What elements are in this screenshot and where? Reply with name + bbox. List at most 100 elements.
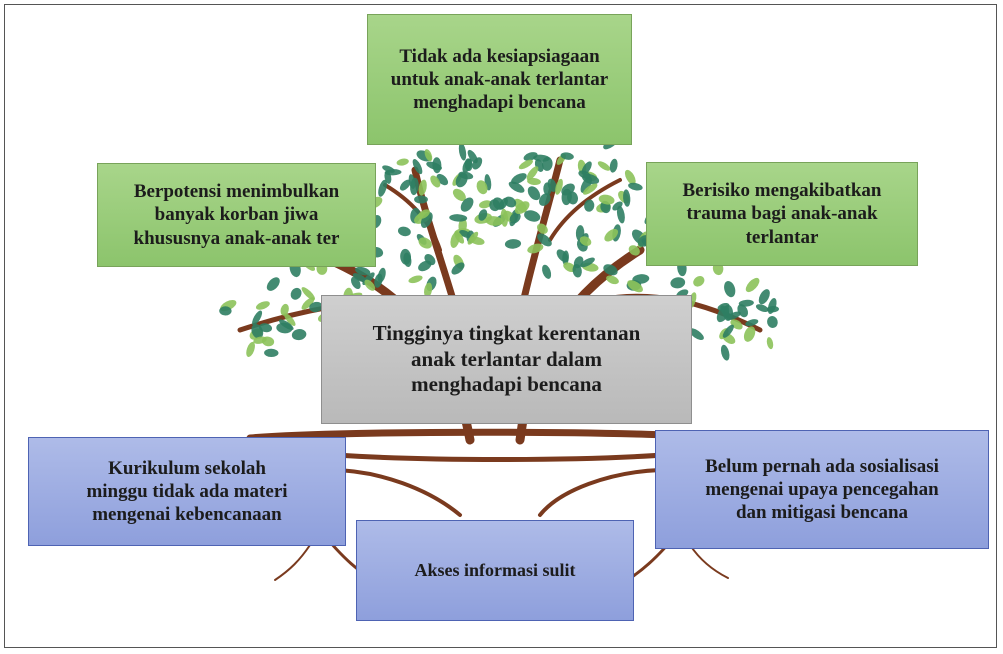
leaf [280, 303, 289, 316]
cause-box-bottom-text: Akses informasi sulit [414, 559, 576, 580]
leaf [737, 304, 749, 318]
leaf [509, 212, 521, 224]
leaf [498, 197, 508, 210]
leaf [467, 149, 478, 164]
leaf [527, 186, 541, 201]
leaf [584, 199, 595, 212]
leaf [542, 264, 552, 279]
effect-box-right-text: Berisiko mengakibatkan trauma bagi anak-… [682, 180, 882, 248]
leaf [479, 200, 492, 209]
leaf [458, 218, 467, 234]
effect-box-left: Berpotensi menimbulkan banyak korban jiw… [97, 163, 376, 267]
leaf [670, 277, 686, 289]
leaf [408, 174, 416, 189]
core-problem-text: Tingginya tingkat kerentanan anak terlan… [372, 321, 641, 397]
leaf [508, 181, 525, 193]
leaf [724, 281, 736, 298]
effect-box-top-text: Tidak ada kesiapsiagaan untuk anak-anak … [390, 45, 609, 114]
leaf [476, 180, 488, 195]
leaf [766, 305, 779, 313]
leaf [424, 282, 433, 298]
leaf [604, 228, 619, 242]
leaf [384, 169, 402, 176]
leaf [460, 197, 474, 212]
leaf [364, 279, 376, 291]
leaf [561, 183, 575, 196]
leaf [412, 159, 423, 175]
leaf [514, 201, 530, 214]
leaf [716, 306, 730, 323]
leaf [424, 254, 436, 266]
leaf [255, 301, 270, 310]
leaf [350, 276, 361, 290]
effect-box-right: Berisiko mengakibatkan trauma bagi anak-… [646, 162, 918, 266]
leaf [258, 323, 273, 333]
leaf [627, 280, 643, 293]
leaf [489, 199, 501, 212]
leaf [284, 313, 296, 326]
leaf [417, 209, 430, 220]
leaf [485, 216, 503, 226]
leaf [399, 179, 411, 191]
leaf [720, 344, 730, 361]
leaf [451, 262, 465, 275]
leaf [623, 189, 631, 207]
leaf [374, 273, 383, 288]
effect-box-top: Tidak ada kesiapsiagaan untuk anak-anak … [367, 14, 632, 145]
leaf [500, 208, 509, 227]
leaf [755, 304, 769, 313]
leaf [309, 301, 323, 313]
leaf [252, 310, 263, 326]
leaf [598, 194, 615, 205]
leaf [418, 179, 427, 196]
leaf [538, 193, 551, 206]
leaf [580, 257, 595, 268]
leaf [693, 276, 705, 287]
leaf [408, 275, 423, 284]
leaf [301, 287, 315, 301]
leaf [449, 214, 468, 222]
leaf [291, 329, 307, 341]
leaf [426, 161, 442, 171]
leaf [582, 183, 598, 195]
leaf [526, 166, 539, 181]
leaf [541, 156, 553, 171]
leaf [219, 306, 232, 316]
leaf [504, 239, 522, 249]
leaf [264, 348, 279, 358]
cause-box-left-text: Kurikulum sekolah minggu tidak ada mater… [86, 457, 288, 526]
leaf [624, 169, 636, 185]
leaf [581, 161, 592, 175]
leaf [555, 178, 563, 195]
leaf [766, 337, 774, 350]
leaf [301, 297, 315, 310]
leaf [597, 161, 611, 171]
leaf [743, 326, 756, 342]
leaf [572, 263, 582, 278]
leaf [606, 275, 619, 285]
leaf [688, 328, 704, 340]
core-problem-box: Tingginya tingkat kerentanan anak terlan… [321, 295, 692, 424]
cause-box-right-text: Belum pernah ada sosialisasi mengenai up… [705, 455, 939, 524]
leaf [518, 159, 533, 170]
leaf [537, 233, 552, 247]
leaf [616, 205, 625, 224]
leaf [400, 248, 412, 265]
leaf [452, 188, 466, 202]
leaf [414, 195, 428, 204]
leaf [450, 231, 460, 248]
leaf [278, 319, 294, 330]
leaf [726, 311, 741, 321]
leaf [603, 264, 618, 276]
leaf [511, 173, 527, 185]
leaf [612, 201, 623, 211]
leaf [745, 277, 760, 293]
leaf [352, 273, 367, 283]
cause-box-bottom: Akses informasi sulit [356, 520, 634, 621]
leaf [745, 319, 759, 327]
leaf [758, 289, 770, 305]
leaf [543, 182, 552, 196]
leaf [253, 336, 267, 344]
leaf [527, 177, 541, 186]
leaf [560, 152, 574, 160]
